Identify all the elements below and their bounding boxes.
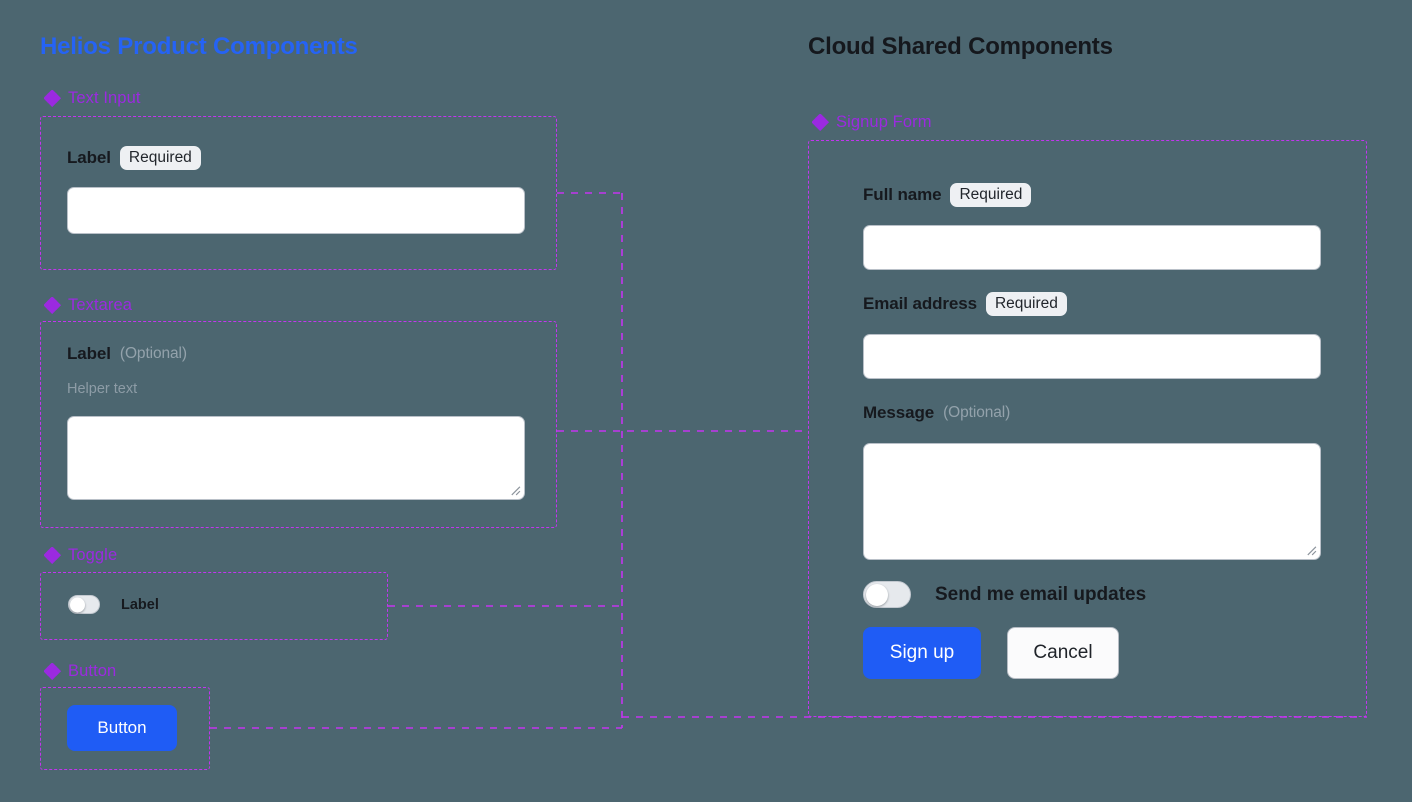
section-label-signup-form: Signup Form <box>836 113 932 131</box>
textarea-optional-badge: (Optional) <box>119 345 187 362</box>
email-updates-switch[interactable] <box>863 581 911 608</box>
sign-up-button[interactable]: Sign up <box>863 627 981 679</box>
diamond-cluster-icon <box>44 663 61 680</box>
full-name-label: Full name <box>863 185 942 205</box>
resize-grip-icon[interactable] <box>508 483 521 496</box>
section-label-text-input: Text Input <box>68 89 141 107</box>
component-frame-text-input <box>40 116 557 270</box>
toggle-label: Label <box>121 596 159 613</box>
component-frame-toggle <box>40 572 388 640</box>
email-updates-toggle-row: Send me email updates <box>863 581 1146 608</box>
text-input-field[interactable] <box>67 187 525 234</box>
message-optional-badge: (Optional) <box>943 404 1011 421</box>
toggle-knob <box>70 597 85 612</box>
toggle-switch[interactable] <box>68 595 100 614</box>
full-name-label-row: Full name Required <box>863 183 1032 208</box>
section-heading-textarea: Textarea <box>44 296 132 315</box>
section-heading-toggle: Toggle <box>44 546 117 565</box>
email-updates-label: Send me email updates <box>935 583 1147 605</box>
resize-grip-icon[interactable] <box>1304 543 1317 556</box>
section-label-textarea: Textarea <box>68 296 133 314</box>
textarea-label: Label <box>67 344 111 363</box>
cancel-button[interactable]: Cancel <box>1007 627 1119 679</box>
full-name-input[interactable] <box>863 225 1321 270</box>
email-updates-knob <box>866 583 888 606</box>
demo-button[interactable]: Button <box>67 705 177 751</box>
email-input[interactable] <box>863 334 1321 379</box>
section-label-toggle: Toggle <box>68 546 118 564</box>
diamond-cluster-icon <box>44 90 61 107</box>
textarea-label-row: Label (Optional) <box>67 344 187 364</box>
text-input-required-badge: Required <box>119 146 201 171</box>
email-label: Email address <box>863 294 977 314</box>
left-column-title: Helios Product Components <box>40 33 358 60</box>
diamond-cluster-icon <box>44 297 61 314</box>
textarea-field[interactable] <box>67 416 525 500</box>
message-textarea[interactable] <box>863 443 1321 560</box>
email-required-badge: Required <box>985 292 1067 317</box>
message-label: Message <box>863 403 935 422</box>
section-heading-signup-form: Signup Form <box>812 113 932 132</box>
section-heading-button: Button <box>44 662 116 681</box>
full-name-required-badge: Required <box>950 183 1032 208</box>
section-heading-text-input: Text Input <box>44 89 141 108</box>
diamond-cluster-icon <box>44 547 61 564</box>
toggle-row: Label <box>68 595 159 614</box>
text-input-label: Label <box>67 148 111 168</box>
message-label-row: Message (Optional) <box>863 403 1010 423</box>
email-label-row: Email address Required <box>863 292 1067 317</box>
right-column-title: Cloud Shared Components <box>808 33 1113 60</box>
text-input-label-row: Label Required <box>67 146 201 171</box>
section-label-button: Button <box>68 662 117 680</box>
component-frame-button <box>40 687 210 770</box>
component-frame-textarea <box>40 321 557 528</box>
textarea-helper-text: Helper text <box>67 381 138 397</box>
diamond-cluster-icon <box>812 114 829 131</box>
